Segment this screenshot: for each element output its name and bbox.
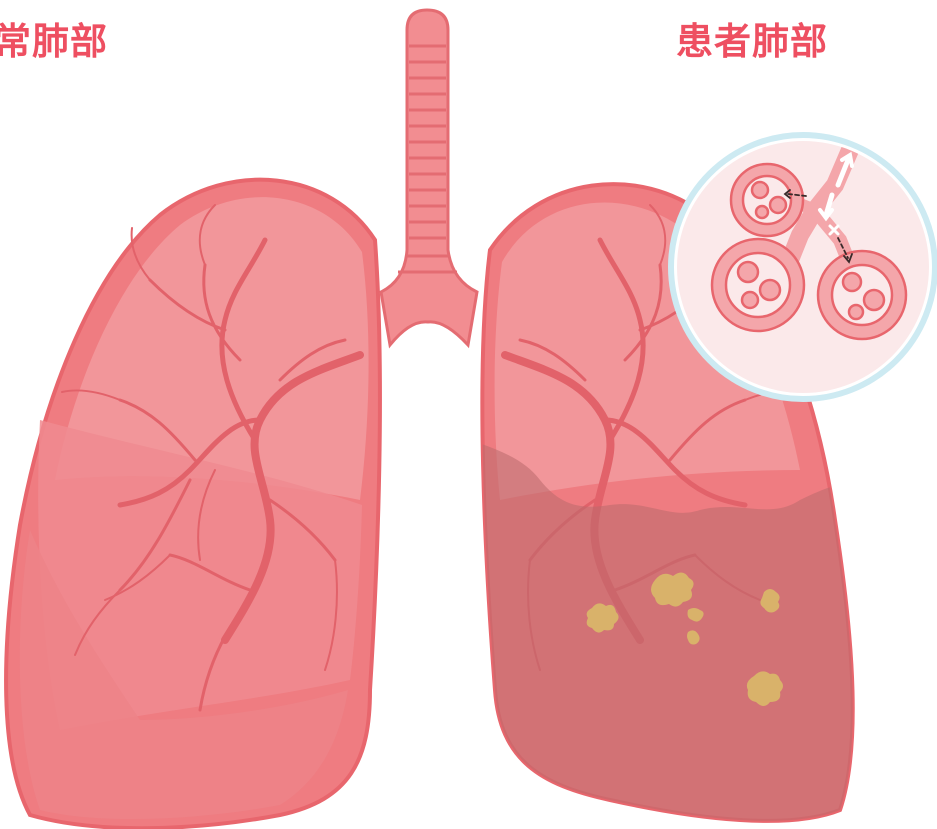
- left-lung-normal: [6, 180, 380, 828]
- label-normal-lung: 常肺部: [0, 18, 108, 66]
- alveoli-inset: [671, 135, 935, 399]
- label-patient-lung: 患者肺部: [676, 18, 828, 66]
- trachea: [381, 10, 477, 345]
